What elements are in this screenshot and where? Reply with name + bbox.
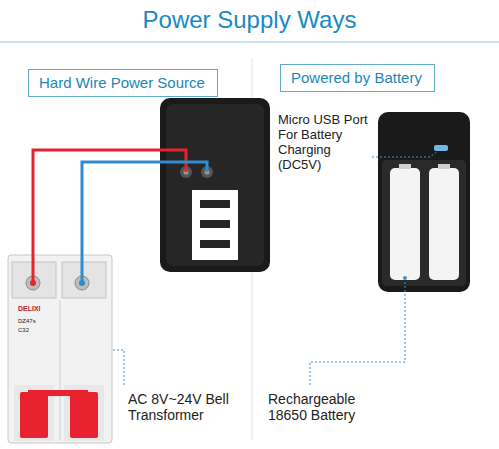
doorbell-plate (160, 98, 270, 272)
section-label: Powered by Battery (291, 69, 424, 86)
wire-end (30, 280, 36, 286)
leader-dot (403, 276, 407, 280)
leader-line (113, 350, 124, 386)
battery-doorbell (378, 112, 470, 292)
section-label-box: Powered by Battery (280, 64, 435, 92)
rating-text: C32 (18, 327, 58, 334)
blue-wire (82, 162, 207, 283)
title: Power Supply Ways (0, 6, 499, 34)
callout-text: AC 8V~24V Bell Transformer (128, 391, 246, 423)
red-wire (33, 150, 186, 283)
leader-line (310, 278, 405, 386)
model-text: DZ47s (18, 318, 58, 325)
brand-mark: DELIXI (18, 305, 98, 313)
callout-text: Rechargeable 18650 Battery (268, 391, 368, 423)
section-label-box: Hard Wire Power Source (28, 69, 218, 97)
section-label: Hard Wire Power Source (39, 74, 207, 91)
title-rule (0, 41, 499, 43)
breaker-symbol (8, 255, 112, 443)
wire-end (79, 280, 85, 286)
callout-text: Micro USB Port For Battery Charging (DC5… (278, 113, 372, 173)
leader-line (372, 151, 438, 157)
